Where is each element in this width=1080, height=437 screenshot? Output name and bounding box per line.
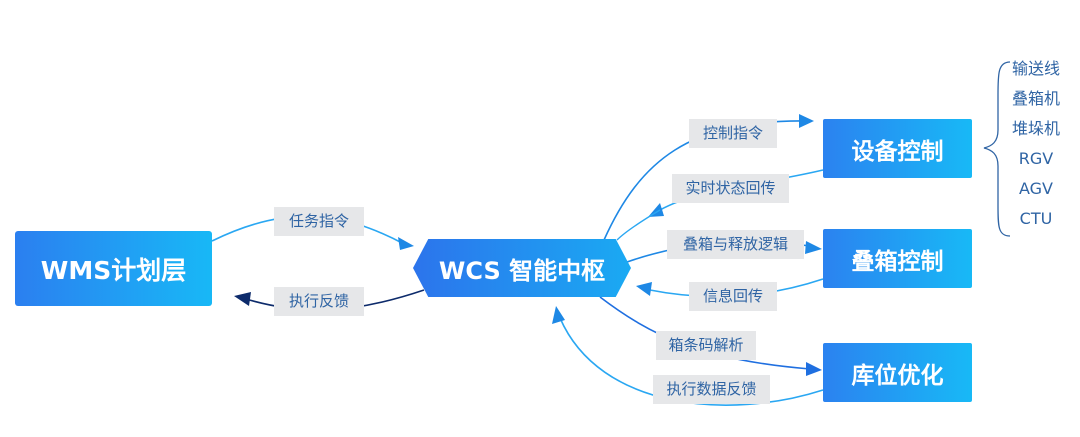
- node-wcs-hub: WCS 智能中枢: [413, 239, 631, 297]
- edge-label-realtime-status: 实时状态回传: [672, 174, 789, 203]
- equipment-item: 输送线: [1011, 59, 1060, 78]
- edge-device-to-wcs-tail: [616, 209, 661, 241]
- edge-label-stack-release-logic: 叠箱与释放逻辑: [667, 230, 804, 259]
- arrowhead-device-to-wcs: [648, 203, 664, 217]
- edge-label-exec-feedback: 执行反馈: [274, 287, 364, 316]
- arrowhead-slot-to-wcs: [552, 306, 565, 324]
- node-wms-planning: WMS计划层: [15, 231, 212, 306]
- node-stack-control: 叠箱控制: [823, 229, 972, 288]
- edge-label-task-command: 任务指令: [274, 207, 364, 236]
- arrowhead-wcs-to-stack: [805, 241, 822, 254]
- equipment-item: RGV: [1018, 149, 1054, 168]
- equipment-item: 叠箱机: [1011, 89, 1060, 108]
- edge-label-info-return: 信息回传: [689, 282, 777, 311]
- arrowhead-wcs-to-wms: [234, 292, 251, 306]
- node-slot-optimize: 库位优化: [823, 343, 972, 402]
- edge-label-control-command: 控制指令: [689, 119, 777, 148]
- equipment-brace: [983, 61, 1011, 237]
- equipment-item: CTU: [1019, 209, 1053, 228]
- arrowhead-stack-to-wcs: [636, 282, 652, 296]
- edge-label-barcode-parse: 箱条码解析: [656, 331, 756, 360]
- arrowhead-wms-to-wcs: [398, 237, 414, 250]
- equipment-list: 输送线 叠箱机 堆垛机 RGV AGV CTU: [1006, 54, 1066, 234]
- equipment-item: 堆垛机: [1011, 119, 1060, 138]
- arrowhead-wcs-to-slot: [806, 362, 822, 376]
- node-device-control: 设备控制: [823, 119, 972, 178]
- arrowhead-wcs-to-device: [799, 114, 814, 128]
- edge-label-exec-data-feedback: 执行数据反馈: [653, 375, 770, 404]
- equipment-item: AGV: [1018, 179, 1053, 198]
